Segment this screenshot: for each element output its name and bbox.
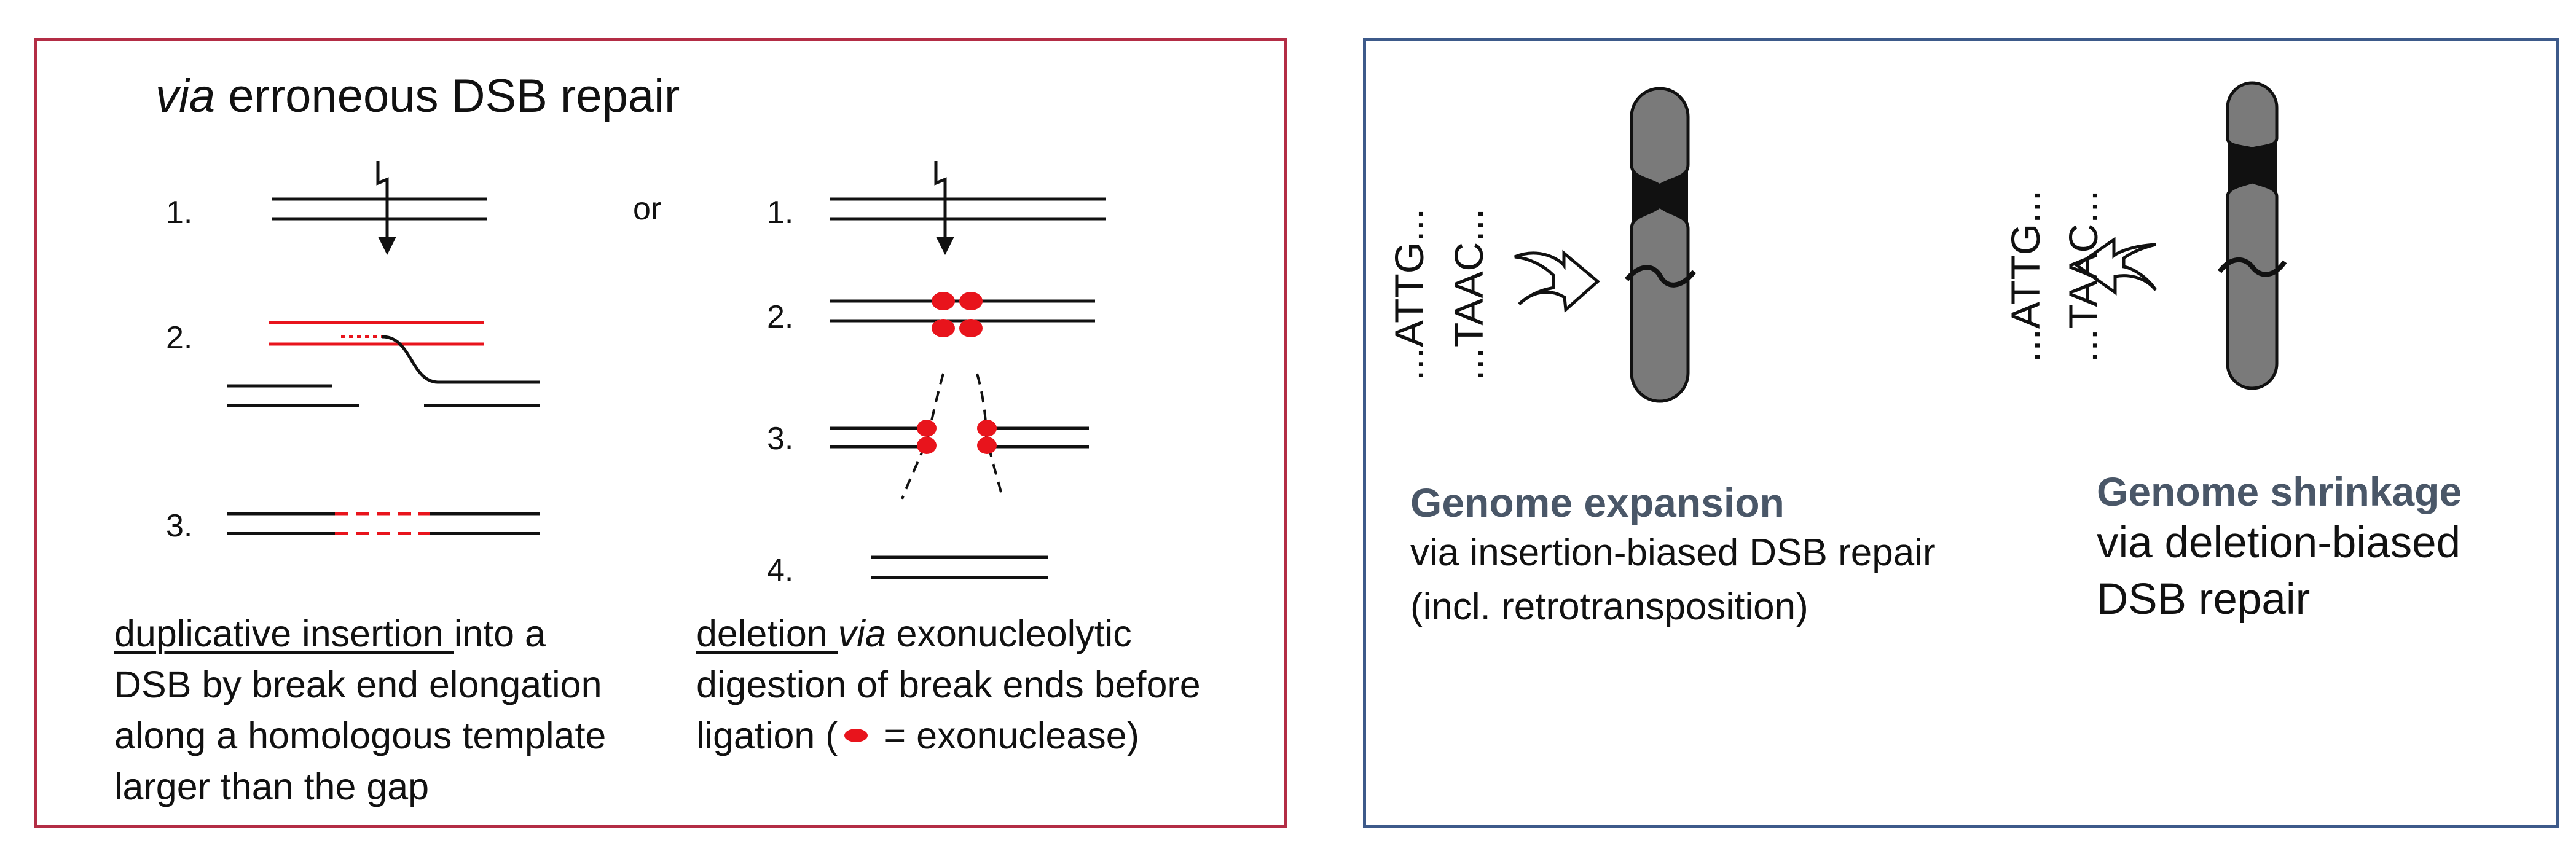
deletion-step3-dna	[830, 373, 1089, 500]
exonuclease-icon	[932, 292, 983, 337]
deletion-step-1-label: 1.	[767, 195, 794, 230]
exonuclease-legend-icon	[844, 728, 868, 742]
insertion-step-2-label: 2.	[166, 320, 193, 356]
insertion-arrow-icon	[1514, 249, 1600, 313]
genome-expansion-heading: Genome expansion	[1410, 480, 1785, 525]
genome-size-panel	[1363, 38, 2559, 828]
insertion-deletion-panel	[34, 38, 1287, 828]
chromosome-shrinkage	[2217, 81, 2287, 390]
deletion-step-4-label: 4.	[767, 552, 794, 588]
sequence-top-expansion: ...ATTG...	[1386, 208, 1432, 381]
sequence-top-shrinkage: ...ATTG...	[2003, 189, 2048, 363]
insertion-step2-dna	[227, 321, 540, 407]
sequence-bottom-expansion: ...TAAC...	[1446, 208, 1491, 381]
genome-shrinkage-line2: DSB repair	[2097, 575, 2311, 624]
or-label: or	[633, 191, 662, 227]
deletion-description: deletion via exonucleolytic digestion of…	[696, 613, 1201, 756]
deletion-arrow-icon	[2074, 237, 2158, 296]
genome-expansion-block: Genome expansion via insertion-biased DS…	[1410, 479, 1936, 634]
insertion-step3-dna	[227, 512, 540, 535]
insertion-description: duplicative insertion into a DSB by brea…	[114, 613, 607, 807]
genome-expansion-line2: (incl. retrotransposition)	[1410, 586, 1808, 628]
sequence-bottom-shrinkage: ...TAAC...	[2060, 189, 2106, 363]
insertion-step1-dna	[272, 161, 487, 255]
insertion-step-3-label: 3.	[166, 508, 193, 544]
deletion-step4-dna	[871, 555, 1048, 579]
insertion-step-1-label: 1.	[166, 195, 193, 230]
deletion-step-3-label: 3.	[767, 421, 794, 457]
genome-expansion-line1: via insertion-biased DSB repair	[1410, 532, 1936, 574]
panel-title: via erroneous DSB repair	[155, 70, 680, 122]
chromosome-expansion	[1624, 87, 1697, 403]
genome-shrinkage-block: Genome shrinkage via deletion-biased DSB…	[2097, 468, 2462, 628]
genome-shrinkage-line1: via deletion-biased	[2097, 519, 2461, 567]
deletion-step2-dna	[830, 292, 1095, 337]
deletion-step1-dna	[830, 161, 1106, 255]
deletion-step-2-label: 2.	[767, 299, 794, 335]
genome-shrinkage-heading: Genome shrinkage	[2097, 469, 2462, 514]
